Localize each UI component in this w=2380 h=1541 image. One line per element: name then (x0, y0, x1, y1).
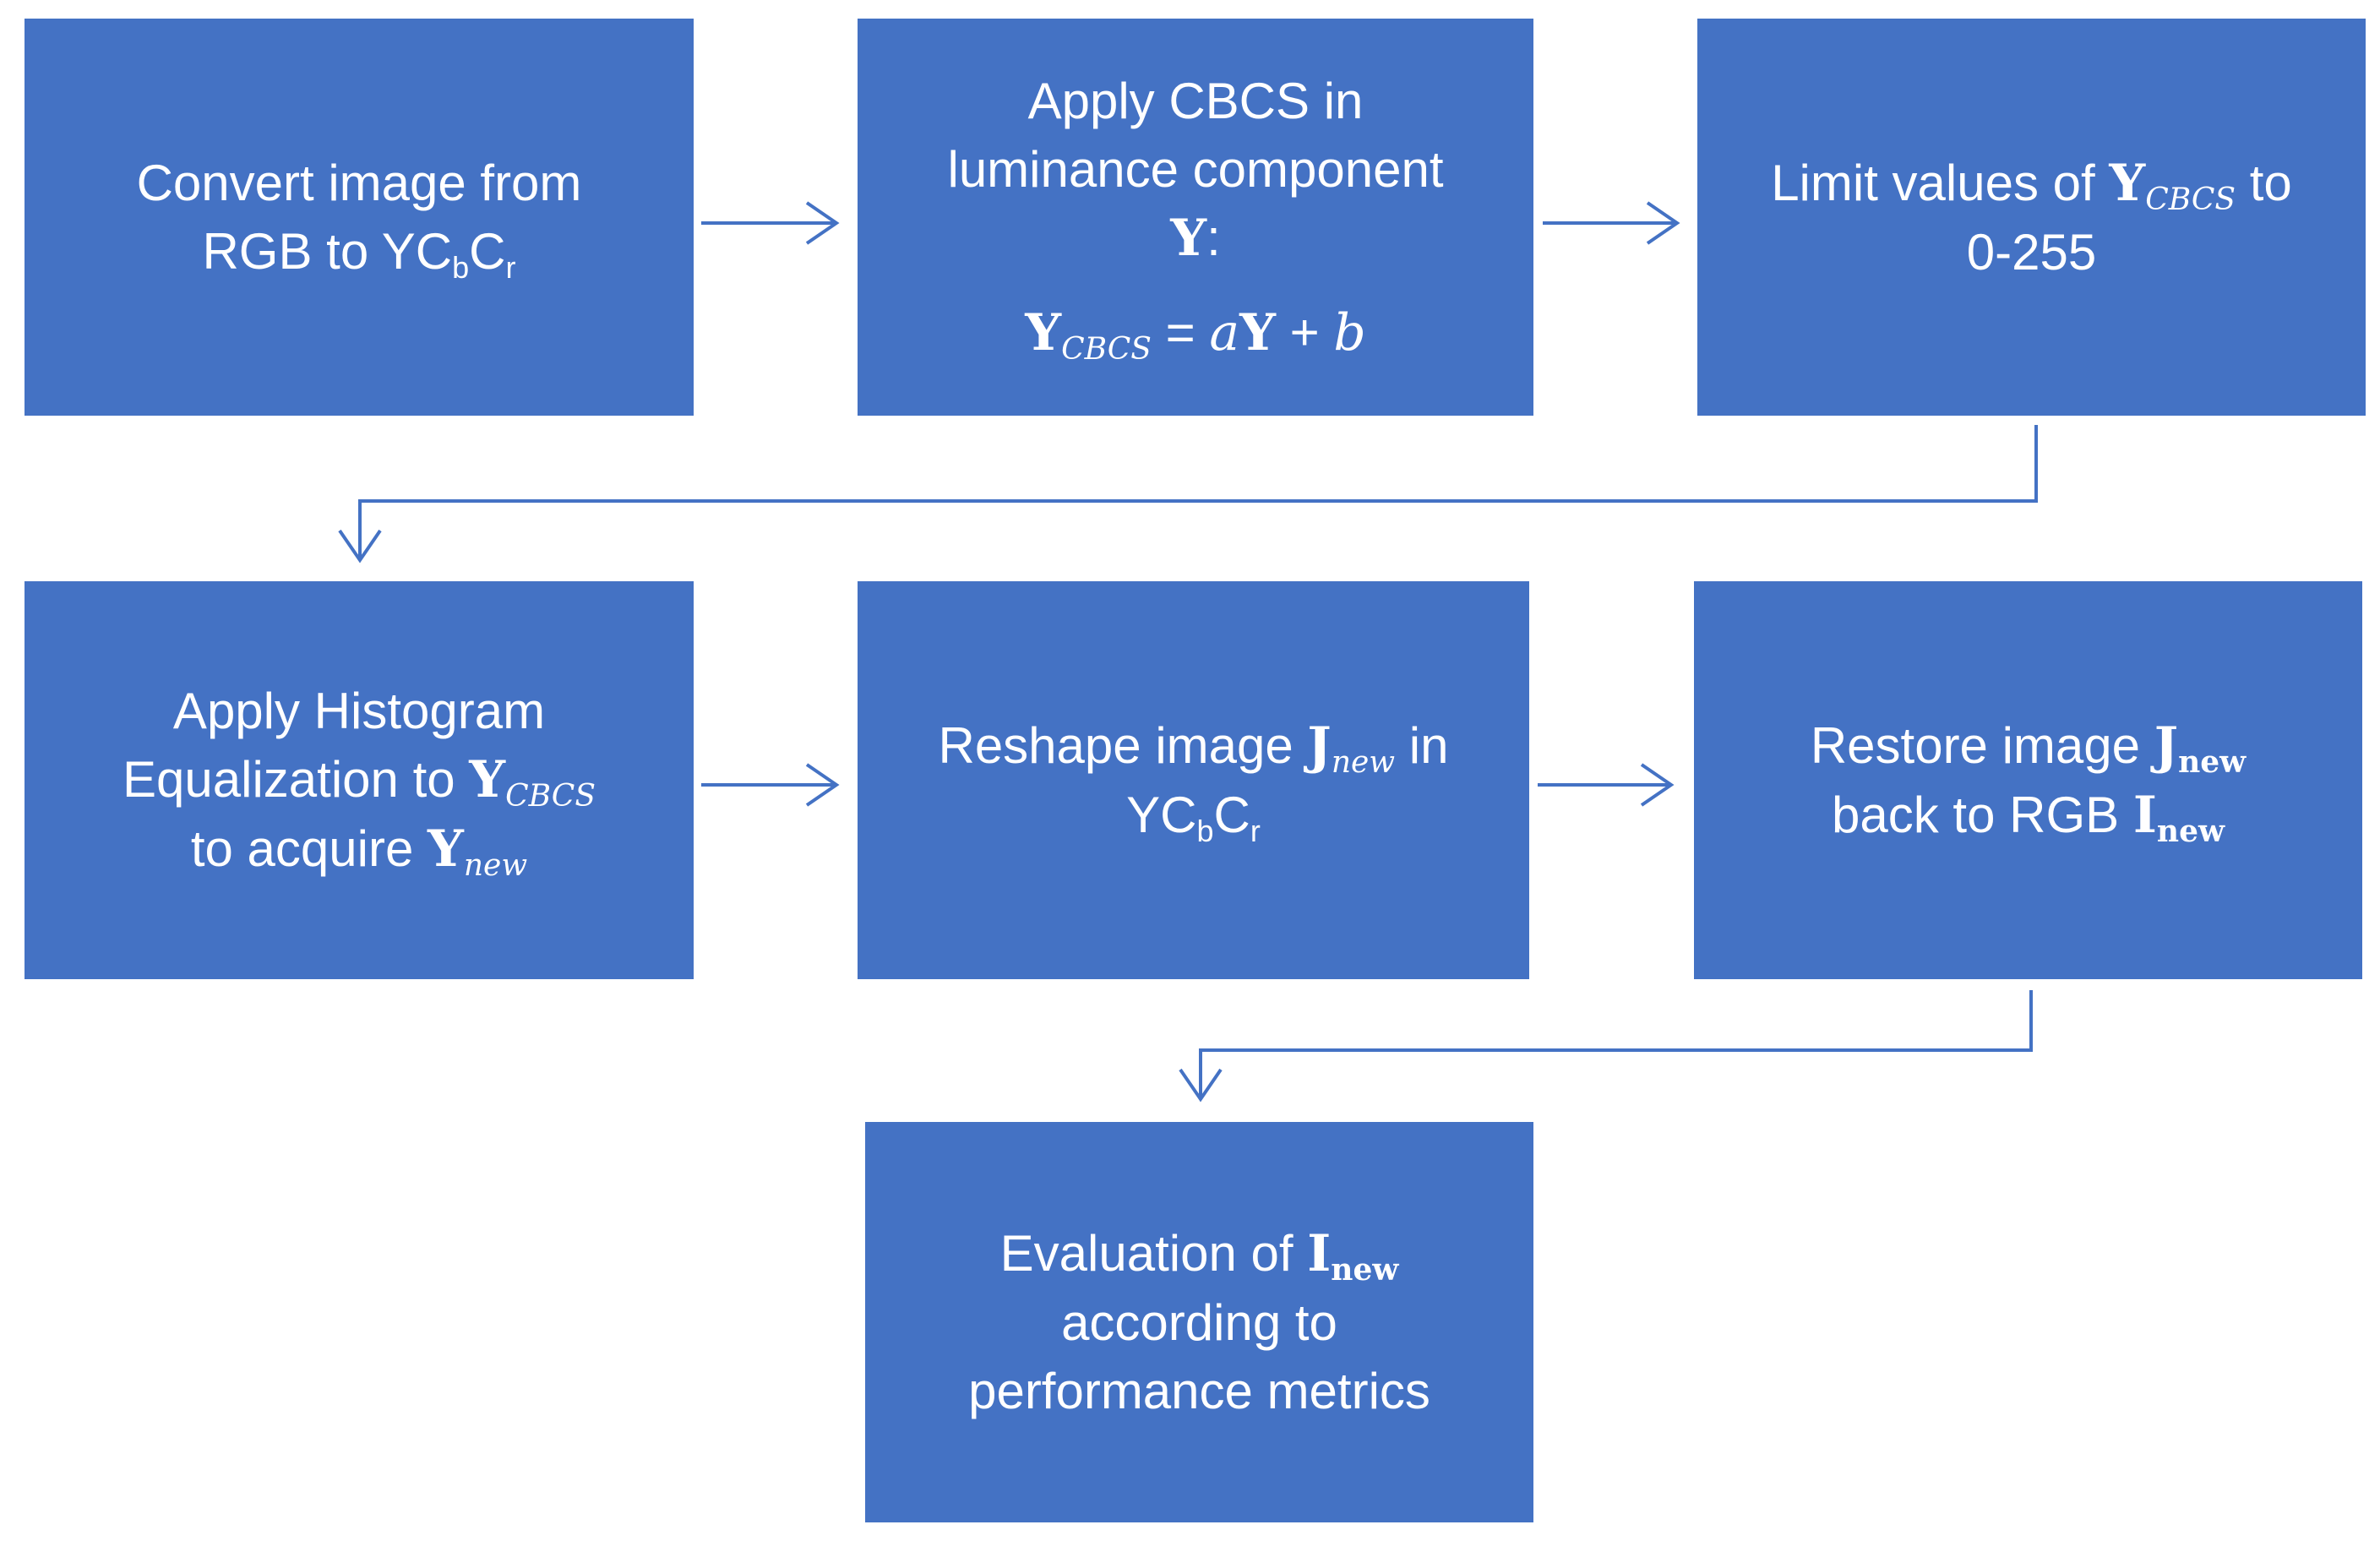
text-segment: luminance component (947, 141, 1444, 198)
text-segment: a (1209, 303, 1240, 362)
text-segment: in (1395, 717, 1449, 774)
box-text-line: Y: (1170, 204, 1221, 273)
subscript: CBCS (2145, 182, 2236, 217)
subscript: new (463, 847, 528, 883)
text-segment: Apply CBCS in (1027, 73, 1364, 129)
arrow-1-to-2 (701, 201, 840, 245)
box-text-line: RGB to YCbCr (202, 217, 515, 286)
text-segment: Y (1025, 303, 1062, 362)
text-segment: I (2132, 785, 2157, 845)
arrow-4-to-5 (701, 763, 840, 807)
subscript: r (1250, 813, 1261, 848)
box-text-line: to acquire Ynew (191, 814, 527, 884)
box-text-line: YCBCS = aY + b (1025, 298, 1366, 368)
box-text-line: performance metrics (968, 1357, 1430, 1425)
subscript: b (452, 249, 470, 285)
text-segment: b (1333, 303, 1366, 362)
box-text-line: Limit values of YCBCS to (1771, 149, 2292, 218)
box-text-line: Equalization to YCBCS (123, 745, 596, 814)
text-segment: J (2154, 716, 2179, 776)
text-segment: J (1307, 716, 1332, 776)
subscript: CBCS (1061, 331, 1152, 367)
box-text-line: Evaluation of Inew (1000, 1219, 1399, 1288)
text-segment: Reshape image (938, 717, 1308, 774)
text-segment: Y (469, 750, 506, 809)
subscript: b (1196, 813, 1214, 848)
subscript: new (2178, 743, 2247, 780)
box-text-line: back to RGB Inew (1832, 781, 2225, 850)
text-segment: YC (1126, 787, 1197, 843)
box-text-line: Apply CBCS in (1028, 67, 1364, 135)
text-segment: 0-255 (1966, 223, 2097, 280)
box-text-line: 0-255 (1967, 218, 2096, 286)
subscript: CBCS (505, 778, 596, 814)
text-segment: Apply Histogram (172, 683, 546, 739)
text-segment: Y (1239, 303, 1276, 362)
arrow-5-to-6 (1538, 763, 1675, 807)
text-segment: to acquire (190, 820, 428, 877)
text-segment: Restore image (1810, 716, 2154, 774)
text-segment: Y (428, 820, 464, 879)
text-segment: + (1275, 304, 1334, 361)
subscript: new (1331, 744, 1396, 780)
text-segment: : (1206, 210, 1221, 266)
subscript: new (1331, 1251, 1399, 1288)
subscript: new (2156, 813, 2225, 849)
box-text-line: Reshape image Jnew in (938, 711, 1448, 781)
subscript: r (505, 249, 516, 285)
text-segment: to (2236, 154, 2292, 211)
box-text-line: luminance component (947, 135, 1443, 204)
text-segment: C (1213, 787, 1250, 843)
text-segment: Equalization to (123, 751, 470, 808)
text-segment: Evaluation of (999, 1225, 1308, 1282)
text-segment: performance metrics (968, 1363, 1430, 1419)
text-segment: C (469, 223, 506, 280)
box-evaluation: Evaluation of Inew according to performanc… (865, 1122, 1533, 1522)
connector-3-to-4 (338, 425, 2038, 564)
box-text-line: Apply Histogram (173, 677, 545, 745)
connector-6-to-7 (1179, 990, 2033, 1103)
box-text-line: Convert image from (137, 149, 582, 217)
text-segment: = (1151, 304, 1210, 361)
text-segment: I (1307, 1224, 1332, 1283)
box-text-line: according to (1061, 1288, 1337, 1357)
text-segment: RGB to YC (202, 223, 453, 280)
text-segment: Limit values of (1771, 154, 2110, 211)
text-segment: Y (2109, 153, 2146, 213)
box-text-line: Restore image Jnew (1811, 711, 2246, 781)
box-text-line: YCbCr (1126, 781, 1261, 849)
text-segment: according to (1061, 1294, 1337, 1351)
arrow-2-to-3 (1543, 201, 1680, 245)
text-segment: Convert image from (136, 155, 582, 211)
text-segment: Y (1170, 209, 1207, 268)
text-segment: back to RGB (1832, 786, 2133, 843)
